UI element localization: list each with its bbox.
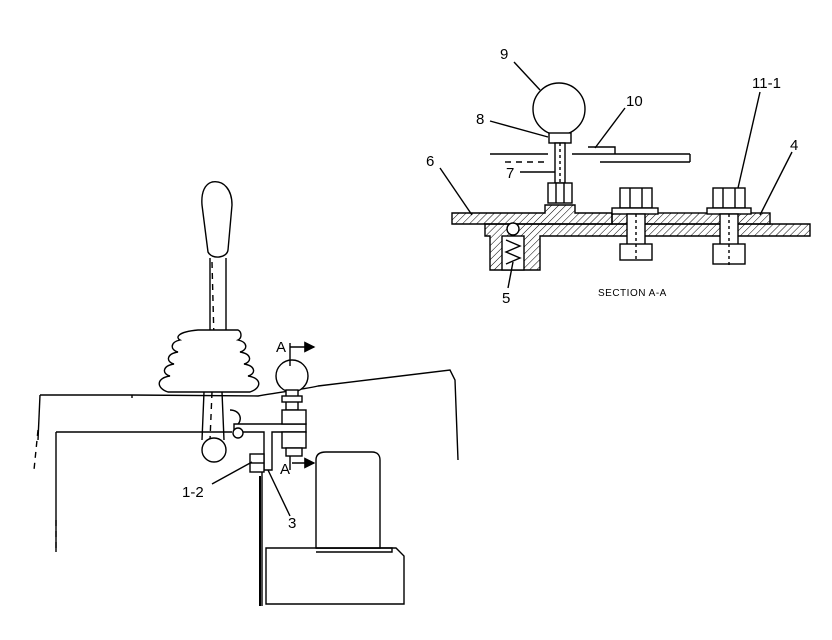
shaft-nut [547,182,573,204]
mounting-bolt-right [706,187,752,266]
callout-6: 6 [426,153,434,170]
mounting-plate [611,212,771,225]
lever-handle [201,181,233,258]
callout-9: 9 [500,46,508,63]
upper-flange [451,204,613,225]
section-a-a-view: 9 8 10 7 6 11-1 4 5 SECTION A-A [426,46,811,307]
cover-plate [490,153,691,163]
callout-7: 7 [506,165,514,182]
lever-boot [158,329,260,393]
knob-collar [548,132,572,144]
callout-5: 5 [502,290,510,307]
section-marker-bottom: A [280,461,290,478]
callout-1-2: 1-2 [182,484,204,501]
bracket [233,423,307,471]
detent-ball [506,222,520,236]
section-title: SECTION A-A [598,288,667,299]
callout-3: 3 [288,515,296,532]
callout-4: 4 [790,137,798,154]
selector-knob [275,359,309,393]
bracket-bolt [232,427,244,439]
callout-11-1: 11-1 [752,75,781,92]
main-view: A A 1-2 3 [33,181,459,606]
detent-spring [501,235,525,271]
section-marker-top: A [276,339,286,356]
mounting-bolt-left [611,187,659,262]
transmission-housing [315,451,381,549]
lever-pivot-ball [201,437,227,463]
shift-knob [532,82,586,136]
callout-10: 10 [626,93,643,110]
callout-8: 8 [476,111,484,128]
